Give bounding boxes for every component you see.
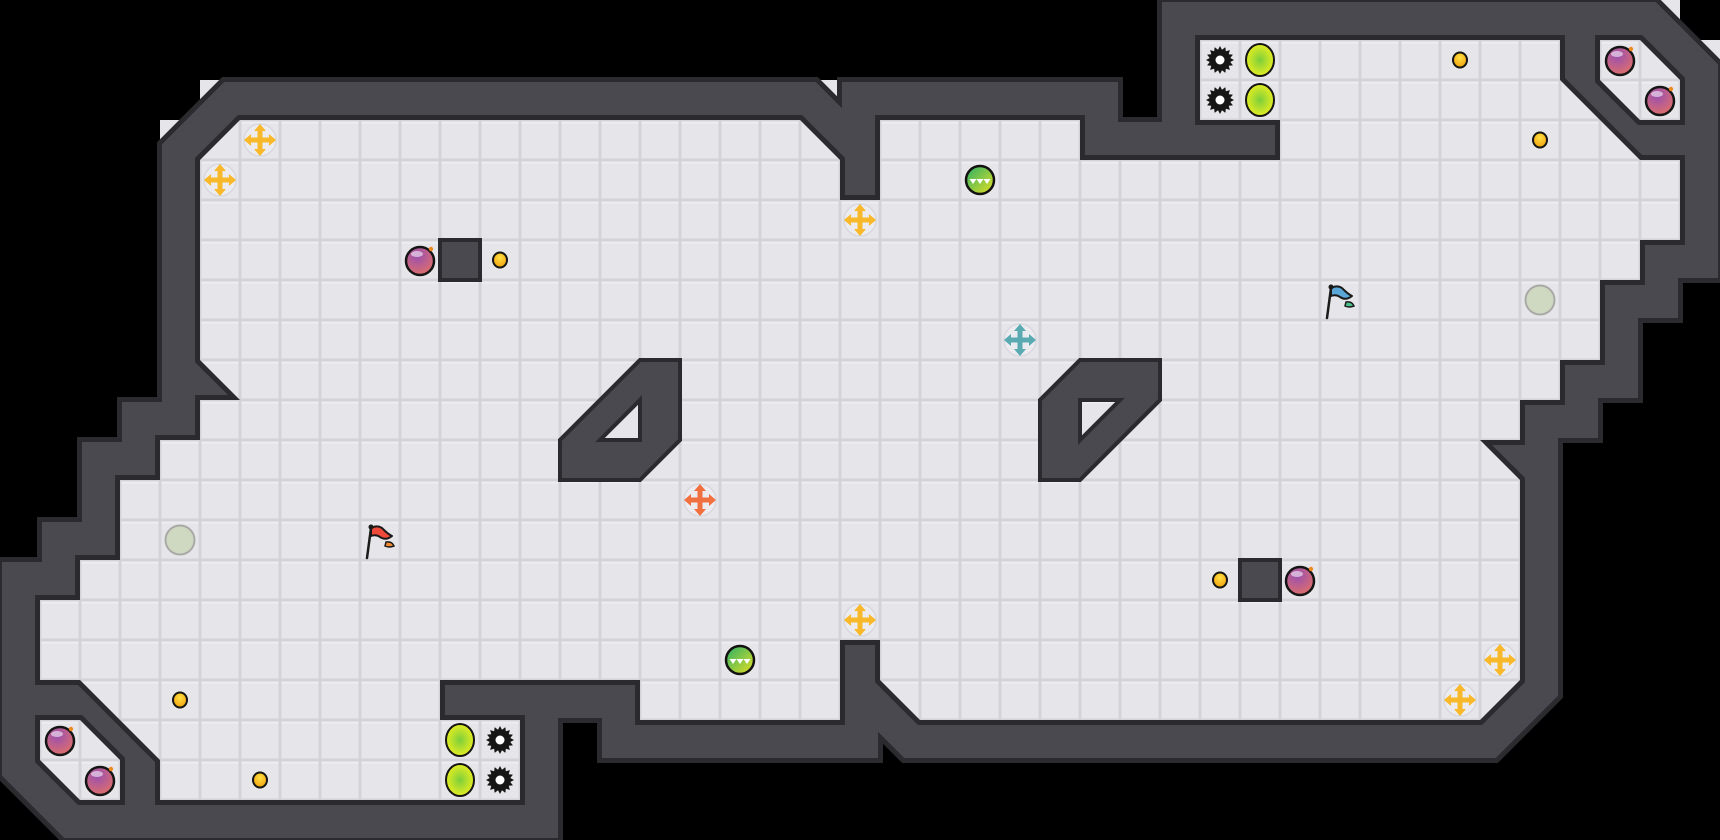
spike-ball-icon (964, 164, 996, 196)
move-arrows-icon (243, 123, 277, 157)
coin-icon (172, 691, 188, 709)
spike-ball-icon (724, 644, 756, 676)
move-arrows-icon (1443, 683, 1477, 717)
yellow-button-icon (1245, 43, 1275, 77)
move-arrows-icon (843, 203, 877, 237)
entities (44, 43, 1676, 797)
move-arrows-icon (1003, 323, 1037, 357)
gear-icon (1206, 46, 1234, 74)
obstacles (438, 238, 1282, 602)
bomb-icon (1604, 45, 1636, 77)
move-arrows-icon (1483, 643, 1517, 677)
coin-icon (492, 251, 508, 269)
coin-icon (1532, 131, 1548, 149)
move-arrows-icon (203, 163, 237, 197)
bomb-icon (404, 245, 436, 277)
coin-icon (1452, 51, 1468, 69)
move-arrows-icon (843, 603, 877, 637)
bomb-icon (44, 725, 76, 757)
yellow-button-icon (445, 763, 475, 797)
gear-icon (486, 766, 514, 794)
main-floor (40, 40, 1680, 800)
coin-icon (1212, 571, 1228, 589)
blue-flag-icon (1325, 284, 1355, 320)
yellow-button-icon (445, 723, 475, 757)
move-arrows-icon (683, 483, 717, 517)
wall-block (438, 238, 482, 282)
pressure-plate-icon (164, 524, 196, 556)
red-flag-icon (365, 524, 395, 560)
gear-icon (486, 726, 514, 754)
triangle-wall-obstacle (1038, 358, 1162, 482)
bomb-icon (1644, 85, 1676, 117)
triangle-wall-obstacle (558, 358, 682, 482)
wall-block (1238, 558, 1282, 602)
bomb-icon (1284, 565, 1316, 597)
yellow-button-icon (1245, 83, 1275, 117)
pressure-plate-icon (1524, 284, 1556, 316)
gear-icon (1206, 86, 1234, 114)
bomb-icon (84, 765, 116, 797)
coin-icon (252, 771, 268, 789)
